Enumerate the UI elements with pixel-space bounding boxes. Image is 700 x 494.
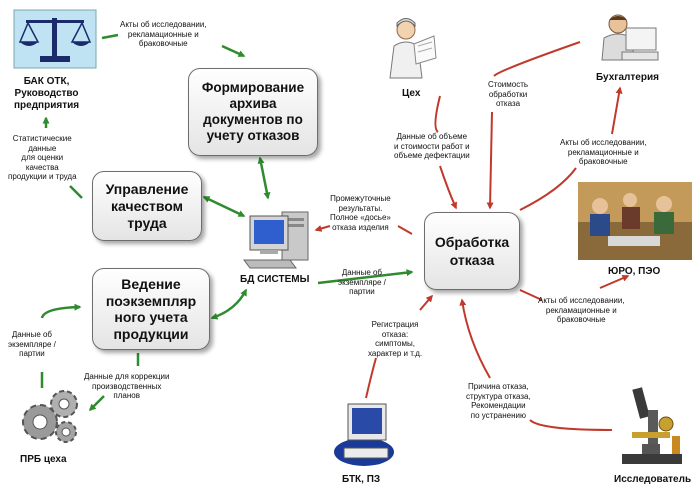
terminal-icon	[334, 400, 400, 472]
node-ceh: Цех	[402, 88, 421, 99]
arrow-research-to-failure	[462, 300, 613, 431]
label-cost: Стоимость обработки отказа	[488, 80, 529, 108]
label-acts-yuro: Акты об исследовании, рекламационные и б…	[538, 296, 625, 324]
box-quality: Управление качеством труда	[92, 171, 202, 241]
arrow-failure-to-yuro	[519, 276, 628, 301]
arrow-failure-to-buh	[519, 88, 620, 211]
arrow-buh-to-failure	[490, 41, 581, 208]
box-failure: Обработка отказа	[424, 212, 520, 290]
accountant-icon	[596, 10, 660, 66]
arrow-archive-db	[257, 156, 271, 200]
node-yuro: ЮРО, ПЭО	[608, 266, 661, 277]
computer-icon	[242, 208, 318, 272]
label-ceh-data: Данные об объеме и стоимости работ и объ…	[394, 132, 470, 160]
node-research: Исследователь	[614, 474, 692, 485]
arrow-failure-to-db	[316, 226, 413, 234]
arrow-bak-to-archive	[101, 33, 119, 40]
arrow-btk-to-failure	[365, 296, 432, 399]
label-correction: Данные для коррекции производственных пл…	[84, 372, 170, 400]
arrow-tracking-db	[210, 288, 248, 320]
arrow-quality-db	[202, 195, 246, 218]
arrow-instance-to-failure	[317, 269, 414, 285]
node-bak: БАК ОТК, Руководство предприятия	[14, 76, 80, 111]
box-tracking: Ведение поэкземпляр ного учета продукции	[92, 268, 210, 350]
arrow-correction-to-prb	[88, 395, 105, 412]
gears-icon	[18, 388, 82, 446]
node-btk: БТК, ПЗ	[342, 474, 381, 485]
label-stats: Статистические данные для оценки качеств…	[8, 134, 77, 181]
scales-icon	[12, 8, 98, 70]
label-interim: Промежуточные результаты. Полное «досье»…	[330, 194, 391, 232]
arrow-acts-to-archive	[221, 44, 246, 58]
label-acts-buh: Акты об исследовании, рекламационные и б…	[560, 138, 647, 166]
label-instance-left: Данные об экземпляре / партии	[8, 330, 56, 358]
box-archive: Формирование архива документов по учету …	[188, 68, 318, 156]
node-buh: Бухгалтерия	[596, 72, 659, 83]
label-acts-top: Акты об исследовании, рекламационные и б…	[120, 20, 207, 48]
arrow-instance-up	[40, 303, 82, 319]
label-cause: Причина отказа, структура отказа, Рекоме…	[466, 382, 531, 420]
label-registration: Регистрация отказа: симптомы, характер и…	[368, 320, 423, 358]
worker-icon	[384, 14, 438, 84]
node-prb: ПРБ цеха	[20, 454, 67, 465]
meeting-icon	[578, 182, 692, 260]
label-instance-data: Данные об экземпляре / партии	[338, 268, 386, 296]
arrow-quality-to-stats	[69, 185, 83, 199]
arrow-ceh-to-failure	[434, 95, 456, 208]
microscope-icon	[612, 384, 696, 472]
node-db: БД СИСТЕМЫ	[240, 274, 310, 285]
